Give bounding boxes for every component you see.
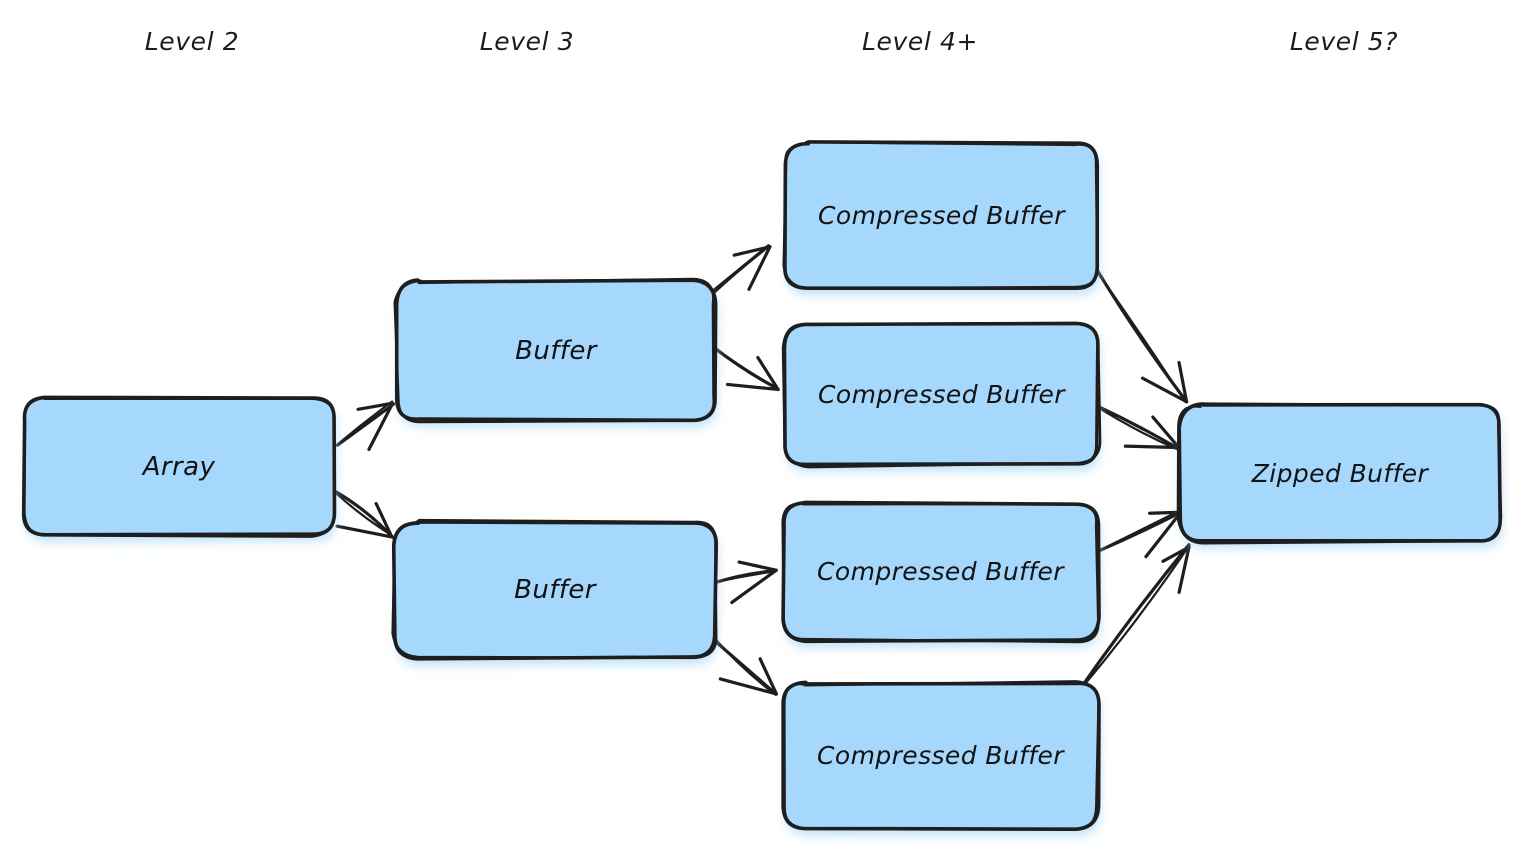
edge-line — [712, 245, 771, 295]
edge-line — [715, 570, 777, 583]
edge-line — [711, 634, 777, 696]
node-label-box-compressed-2[interactable]: Compressed Buffer — [785, 324, 1098, 465]
edge-layer — [334, 244, 1191, 696]
node-fill — [783, 502, 1099, 641]
arrowhead-stroke — [730, 568, 778, 605]
node-outline — [782, 140, 1099, 290]
node-label-text: Buffer — [515, 335, 597, 366]
node-compressed-2[interactable] — [781, 321, 1102, 469]
node-label-text: Compressed Buffer — [817, 741, 1064, 770]
column-header-level-5: Level 5? — [1289, 27, 1399, 56]
edge-buffer-1-to-compressed-2 — [712, 345, 780, 392]
arrowhead-stroke — [747, 245, 772, 291]
node-buffer-2[interactable] — [391, 518, 719, 661]
arrowhead-stroke — [732, 245, 772, 257]
node-outline — [391, 518, 718, 660]
node-layer — [21, 140, 1503, 831]
arrowhead-stroke — [1144, 510, 1183, 559]
arrowhead-stroke — [1148, 510, 1183, 515]
arrowhead-stroke — [1151, 415, 1181, 450]
edge-line — [1094, 404, 1179, 451]
edge-compressed-1-to-zipped — [1090, 262, 1189, 404]
node-label-box-array[interactable]: Array — [24, 398, 334, 535]
column-header-level-3: Level 3 — [479, 27, 575, 56]
arrowhead-stroke — [1177, 360, 1189, 404]
edge-line — [712, 345, 779, 390]
arrowhead-stroke — [1161, 545, 1191, 563]
node-fill — [784, 323, 1098, 465]
node-fill — [784, 142, 1098, 289]
node-buffer-1[interactable] — [393, 277, 718, 424]
edge-compressed-3-to-zipped — [1095, 509, 1183, 559]
node-outline — [23, 396, 336, 538]
edge-buffer-2-to-compressed-3 — [713, 560, 778, 605]
node-label-text: Zipped Buffer — [1251, 458, 1429, 488]
arrowhead-stroke — [367, 401, 395, 452]
node-zipped[interactable] — [1176, 402, 1503, 545]
node-label-box-compressed-1[interactable]: Compressed Buffer — [785, 143, 1098, 288]
arrowhead-stroke — [374, 501, 394, 539]
node-outline — [783, 680, 1100, 831]
node-fill — [1179, 404, 1501, 541]
edge-buffer-2-to-compressed-4 — [708, 634, 779, 696]
arrowhead-stroke — [758, 657, 779, 696]
edge-array-to-buffer-1 — [334, 400, 396, 452]
column-header-level-4: Level 4+ — [861, 27, 979, 56]
edge-line — [1090, 263, 1187, 404]
edge-line — [1078, 543, 1191, 692]
arrowhead-stroke — [1140, 376, 1189, 404]
node-label-text: Array — [142, 451, 216, 482]
node-label-text: Compressed Buffer — [818, 201, 1065, 230]
column-header-level-2: Level 2 — [144, 27, 240, 56]
node-compressed-4[interactable] — [781, 680, 1101, 831]
node-label-text: Compressed Buffer — [818, 380, 1065, 409]
node-fill — [23, 397, 335, 535]
edge-line — [1095, 509, 1181, 553]
node-label-text: Buffer — [514, 575, 596, 605]
arrowhead-stroke — [756, 355, 780, 392]
arrowhead-stroke — [737, 560, 778, 572]
edge-compressed-4-to-zipped — [1078, 543, 1191, 692]
edge-line — [1078, 543, 1191, 691]
edge-line — [335, 402, 396, 447]
node-label-box-compressed-4[interactable]: Compressed Buffer — [783, 683, 1098, 828]
arrowhead-stroke — [1123, 444, 1181, 450]
node-compressed-3[interactable] — [781, 500, 1101, 644]
node-outline — [781, 321, 1102, 469]
arrowhead-stroke — [718, 677, 779, 696]
node-array[interactable] — [21, 395, 337, 538]
arrowhead-stroke — [335, 524, 394, 539]
edge-compressed-2-to-zipped — [1093, 403, 1181, 451]
node-label-box-buffer-2[interactable]: Buffer — [395, 522, 715, 658]
arrowhead-stroke — [725, 382, 780, 392]
node-label-box-compressed-3[interactable]: Compressed Buffer — [783, 503, 1098, 640]
edge-line — [1093, 403, 1181, 451]
node-outline — [1176, 402, 1503, 545]
node-fill — [396, 280, 716, 421]
node-label-box-zipped[interactable]: Zipped Buffer — [1180, 405, 1500, 541]
node-label-box-buffer-1[interactable]: Buffer — [397, 281, 715, 420]
node-outline — [781, 502, 1100, 644]
node-outline — [393, 277, 715, 424]
node-fill — [394, 521, 716, 659]
node-label-text: Compressed Buffer — [817, 557, 1064, 586]
node-compressed-1[interactable] — [782, 140, 1100, 290]
arrowhead-stroke — [356, 401, 395, 411]
node-fill — [783, 682, 1099, 829]
edge-buffer-1-to-compressed-1 — [710, 244, 772, 295]
edge-array-to-buffer-2 — [334, 490, 395, 540]
arrowhead-stroke — [1177, 545, 1191, 594]
edge-line — [334, 492, 393, 537]
